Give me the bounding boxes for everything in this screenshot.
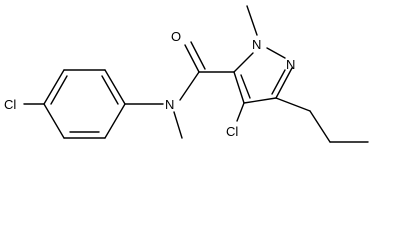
bond-ring-1 — [104, 103, 126, 139]
bond-carbonyl-1 — [184, 44, 200, 73]
bond-ring-3 — [43, 103, 65, 139]
bond-n-methyl — [173, 111, 183, 139]
bond-n2-c3-inner — [271, 69, 286, 95]
bond-c3-c4 — [243, 97, 277, 104]
bond-n-carbonyl — [179, 71, 200, 101]
bond-n1-n2 — [266, 47, 286, 59]
atom-cl-aryl: Cl — [4, 97, 16, 112]
bond-n2-c3 — [275, 67, 293, 99]
bond-c4-c5-inner — [240, 74, 251, 99]
propyl-chain — [275, 97, 369, 143]
bond-c5-n1 — [233, 52, 254, 73]
pyrazole-ring — [233, 47, 293, 104]
chemical-structure-diagram: Cl N O N N Cl — [4, 5, 369, 143]
bond-n1-methyl — [246, 5, 258, 36]
atom-o-carbonyl: O — [171, 29, 181, 44]
bond-c4-c5 — [233, 71, 245, 104]
chlorophenyl-ring — [43, 69, 126, 139]
bond-c4-cl — [236, 102, 245, 122]
bond-ring-inner-3 — [101, 75, 119, 105]
atom-n-amide: N — [165, 97, 174, 112]
atom-cl-pyrazole: Cl — [226, 124, 238, 139]
atom-n2-pyrazole: N — [286, 57, 295, 72]
bond-ring-inner-2 — [50, 75, 68, 105]
bond-ring-6 — [104, 69, 126, 105]
bond-propyl-1 — [275, 97, 311, 112]
bond-carbonyl-2 — [190, 41, 206, 70]
bond-propyl-2 — [309, 110, 331, 143]
atom-n1-pyrazole: N — [252, 37, 261, 52]
bond-ring-4 — [43, 69, 65, 105]
